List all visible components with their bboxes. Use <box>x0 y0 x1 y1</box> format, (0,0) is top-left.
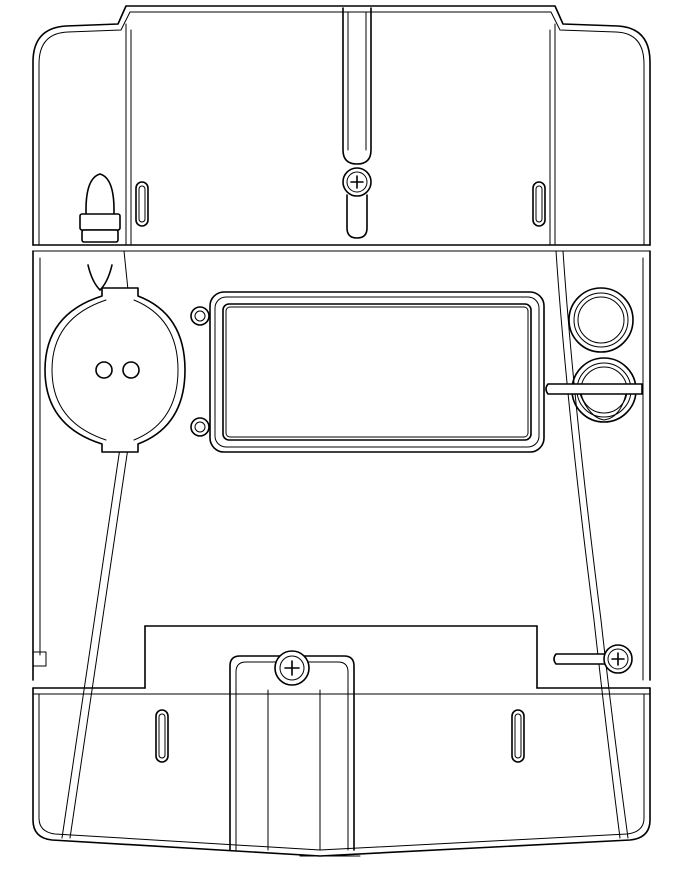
seal-button <box>545 357 643 423</box>
right-screw-latch <box>553 644 633 674</box>
seal-clip <box>79 173 121 291</box>
upper-cover <box>32 5 651 252</box>
top-seal-slot <box>342 7 372 239</box>
lower-slots <box>155 709 525 763</box>
upper-slots <box>135 181 546 227</box>
lcd-display-window <box>209 291 545 453</box>
optical-led-right-icon <box>122 361 140 379</box>
seal-wires <box>61 250 629 839</box>
bottom-screw-icon <box>274 650 310 686</box>
top-screw-icon <box>342 167 372 197</box>
optical-led-left-icon <box>95 361 113 379</box>
optical-port <box>44 287 186 453</box>
indicator-leds <box>190 306 210 437</box>
scroll-button <box>568 287 634 353</box>
main-body <box>32 250 651 681</box>
